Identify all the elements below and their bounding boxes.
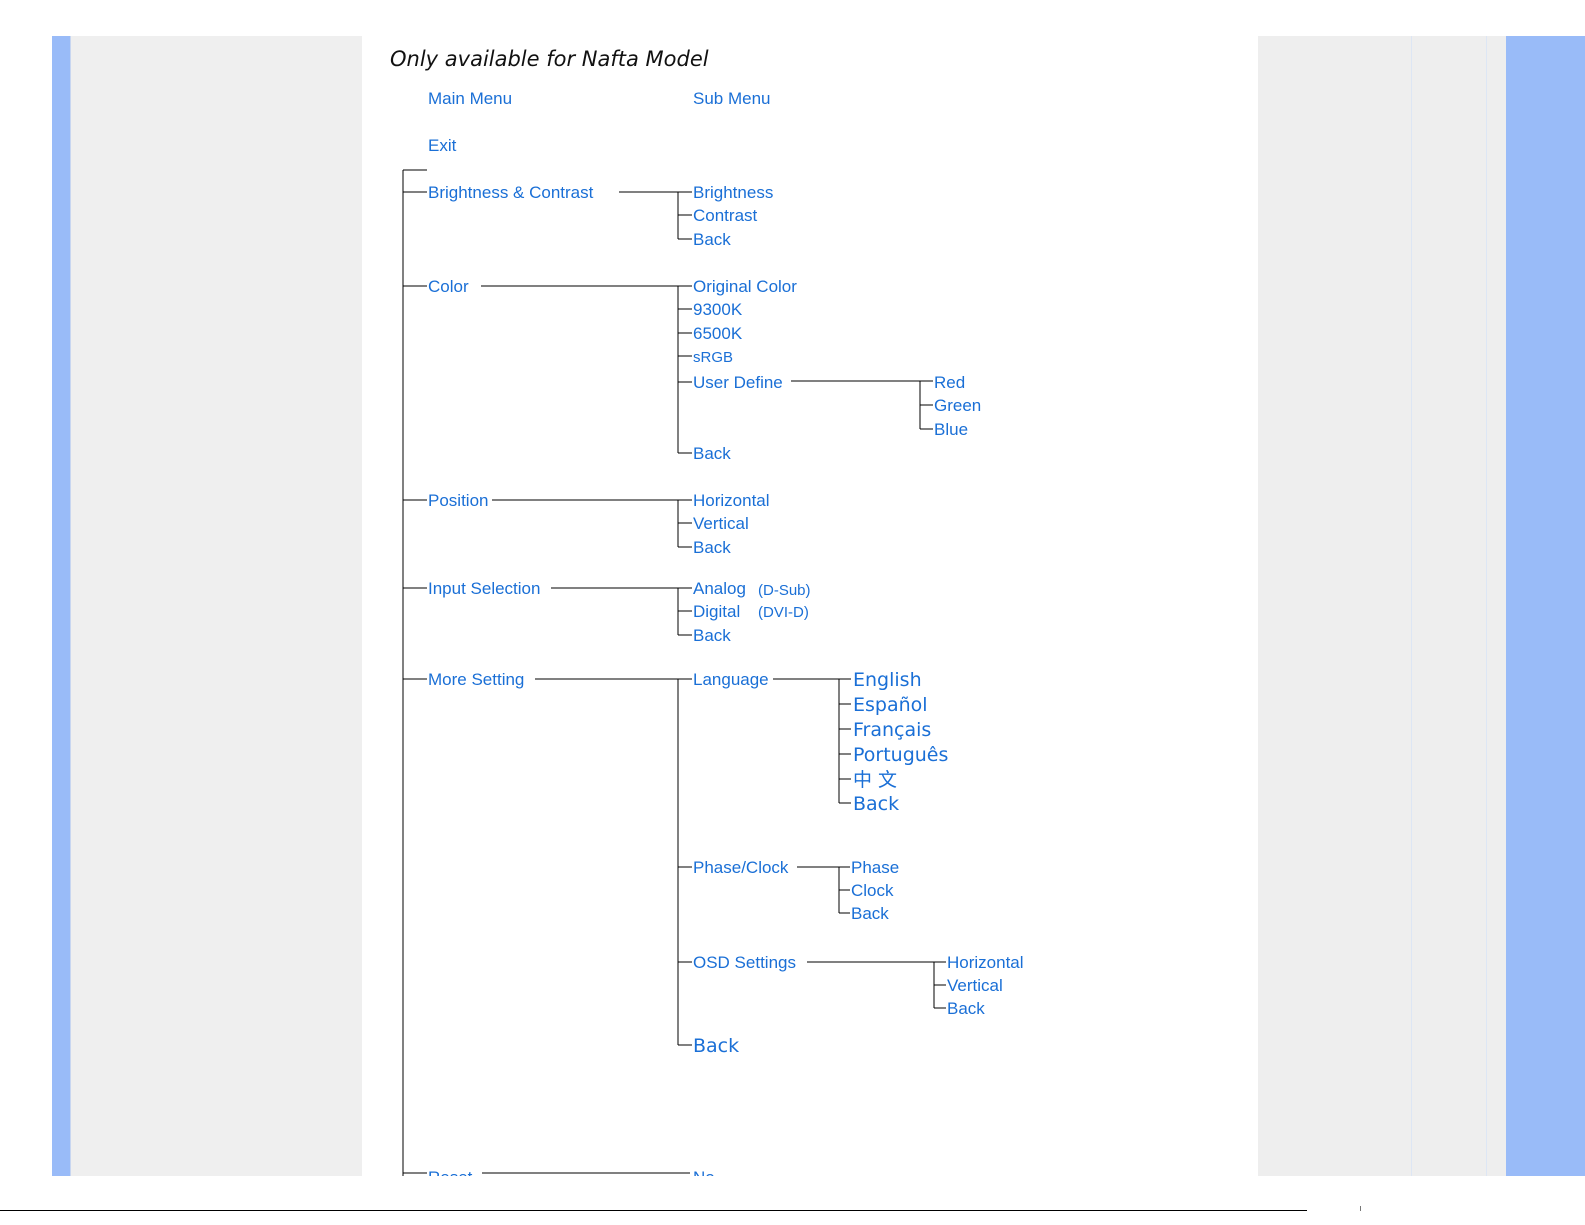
- left-frame-blue-bar: [52, 36, 70, 1176]
- phase-clock-branch-lines: [797, 866, 850, 914]
- submenu-analog: Analog: [693, 579, 746, 598]
- right-frame-panel: [1258, 36, 1506, 1176]
- menu-input-selection: Input Selection: [428, 579, 540, 598]
- osd-horizontal: Horizontal: [947, 953, 1024, 972]
- submenu-phase-clock: Phase/Clock: [693, 858, 789, 877]
- main-trunk-line: [402, 169, 427, 1176]
- sub-menu-header: Sub Menu: [693, 89, 771, 108]
- submenu-contrast: Contrast: [693, 206, 758, 225]
- color-branch-lines: [403, 285, 692, 454]
- submenu-digital: Digital: [693, 602, 740, 621]
- submenu-9300k: 9300K: [693, 300, 743, 319]
- submenu-no: No: [693, 1168, 715, 1187]
- phase-clock-phase: Phase: [851, 858, 899, 877]
- digital-connector-note: (DVI-D): [758, 604, 809, 621]
- user-define-red: Red: [934, 373, 965, 392]
- bottom-rule: [0, 1210, 1307, 1211]
- menu-color: Color: [428, 277, 469, 296]
- more-setting-branch-lines: [403, 678, 692, 1046]
- submenu-original-color: Original Color: [693, 277, 797, 296]
- menu-reset: Reset: [428, 1168, 473, 1187]
- submenu-language: Language: [693, 670, 769, 689]
- language-english: English: [853, 669, 922, 691]
- menu-exit: Exit: [428, 136, 457, 155]
- submenu-horizontal: Horizontal: [693, 491, 770, 510]
- user-define-blue: Blue: [934, 420, 968, 439]
- submenu-osd-settings: OSD Settings: [693, 953, 796, 972]
- input-selection-branch-lines: [403, 587, 692, 636]
- position-branch-lines: [403, 499, 692, 548]
- osd-settings-branch-lines: [807, 961, 946, 1009]
- document-content-area: [362, 36, 1258, 1176]
- brightness-branch-lines: [403, 191, 692, 240]
- more-setting-back: Back: [693, 1035, 739, 1057]
- submenu-user-define: User Define: [693, 373, 783, 392]
- language-back: Back: [853, 793, 899, 815]
- submenu-back: Back: [693, 538, 731, 557]
- osd-back: Back: [947, 999, 985, 1018]
- submenu-brightness: Brightness: [693, 183, 773, 202]
- submenu-srgb: sRGB: [693, 349, 733, 366]
- language-espanol: Español: [853, 694, 928, 716]
- menu-brightness-contrast: Brightness & Contrast: [428, 183, 594, 202]
- left-frame-panel: [70, 36, 362, 1176]
- submenu-6500k: 6500K: [693, 324, 743, 343]
- language-portugues: Português: [853, 744, 948, 766]
- menu-position: Position: [428, 491, 488, 510]
- model-caption: Only available for Nafta Model: [390, 47, 709, 71]
- submenu-back: Back: [693, 444, 731, 463]
- menu-more-setting: More Setting: [428, 670, 524, 689]
- submenu-back: Back: [693, 626, 731, 645]
- right-frame-divider: [1411, 36, 1412, 1176]
- right-frame-divider: [1486, 36, 1487, 1176]
- language-branch-lines: [773, 678, 851, 804]
- analog-connector-note: (D-Sub): [758, 582, 811, 599]
- submenu-back: Back: [693, 230, 731, 249]
- language-chinese: 中 文: [853, 769, 897, 791]
- user-define-branch-lines: [791, 380, 933, 430]
- osd-vertical: Vertical: [947, 976, 1003, 995]
- user-define-green: Green: [934, 396, 981, 415]
- phase-clock-back: Back: [851, 904, 889, 923]
- bottom-mark: [1360, 1206, 1361, 1211]
- language-francais: Français: [853, 719, 931, 741]
- phase-clock-clock: Clock: [851, 881, 894, 900]
- right-frame-blue-bar: [1506, 36, 1585, 1176]
- main-menu-header: Main Menu: [428, 89, 512, 108]
- submenu-vertical: Vertical: [693, 514, 749, 533]
